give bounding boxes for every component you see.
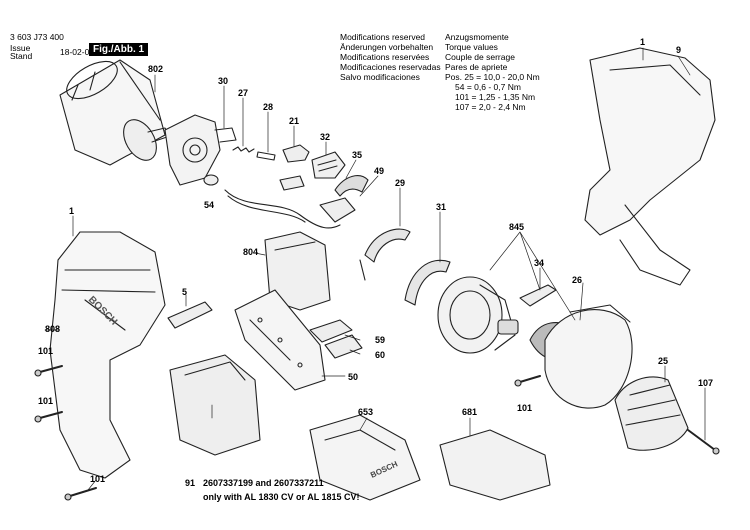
callout-50: 50 bbox=[348, 372, 359, 382]
callout-27: 27 bbox=[238, 88, 249, 98]
modifications-line: Salvo modificaciones bbox=[340, 72, 420, 82]
callout-26: 26 bbox=[572, 275, 583, 285]
pin-28 bbox=[256, 151, 276, 161]
callout-35: 35 bbox=[352, 150, 363, 160]
wires-49 bbox=[224, 175, 356, 229]
ring-31 bbox=[404, 259, 451, 306]
battery-compatibility-note: only with AL 1830 CV or AL 1815 CV! bbox=[203, 492, 360, 502]
motor-802 bbox=[59, 59, 171, 166]
battery-91 bbox=[169, 354, 261, 456]
screw-101 bbox=[34, 365, 541, 501]
battery-part-numbers: 2607337199 and 2607337211 bbox=[203, 478, 324, 488]
modifications-line: Modificaciones reservadas bbox=[340, 62, 441, 72]
callout-49: 49 bbox=[374, 166, 385, 176]
part-5 bbox=[167, 301, 213, 329]
callout-32: 32 bbox=[320, 132, 331, 142]
callout-845: 845 bbox=[509, 222, 525, 232]
leader-lines bbox=[44, 47, 706, 491]
torque-notice: Anzugsmomente Torque values Couple de se… bbox=[445, 32, 540, 112]
callout-9: 9 bbox=[676, 45, 682, 55]
torque-heading-line: Torque values bbox=[445, 42, 498, 52]
cover-681 bbox=[439, 429, 551, 501]
nut-54 bbox=[203, 174, 219, 186]
circuit-board-50 bbox=[234, 289, 326, 391]
modifications-line: Modifications reserved bbox=[340, 32, 426, 42]
ring-29 bbox=[359, 228, 411, 281]
callout-29: 29 bbox=[395, 178, 406, 188]
callout-804: 804 bbox=[243, 247, 259, 257]
figure-label: Fig./Abb. 1 bbox=[89, 43, 149, 56]
torque-row: 107 = 2,0 - 2,4 Nm bbox=[455, 102, 526, 112]
callout-34: 34 bbox=[534, 258, 545, 268]
part-59 bbox=[309, 319, 353, 343]
torque-heading-line: Couple de serrage bbox=[445, 52, 515, 62]
modifications-line: Modifications reservées bbox=[340, 52, 430, 62]
part-34 bbox=[519, 284, 557, 307]
callout-653: 653 bbox=[358, 407, 374, 417]
callout-101-c: 101 bbox=[517, 403, 533, 413]
issue-label: Issue bbox=[10, 43, 31, 53]
callout-101-a: 101 bbox=[38, 346, 54, 356]
callout-30: 30 bbox=[218, 76, 229, 86]
torque-row: 101 = 1,25 - 1,35 Nm bbox=[455, 92, 536, 102]
callout-59: 59 bbox=[375, 335, 386, 345]
gearbox-845 bbox=[437, 276, 519, 354]
callout-1-left: 1 bbox=[69, 206, 75, 216]
part-60 bbox=[324, 334, 363, 359]
callout-681: 681 bbox=[462, 407, 478, 417]
callout-28: 28 bbox=[263, 102, 274, 112]
part-32 bbox=[311, 151, 346, 179]
gear-part-30 bbox=[164, 114, 237, 186]
part-21 bbox=[282, 144, 310, 163]
issue-date: 18-02-05 bbox=[60, 47, 95, 57]
doc-number: 3 603 J73 400 bbox=[10, 32, 64, 42]
housing-top-right bbox=[584, 47, 716, 286]
callout-802: 802 bbox=[148, 64, 164, 74]
callout-54: 54 bbox=[204, 200, 215, 210]
callout-101-d: 101 bbox=[90, 474, 106, 484]
callout-808: 808 bbox=[45, 324, 61, 334]
callout-5: 5 bbox=[182, 287, 188, 297]
callout-60: 60 bbox=[375, 350, 386, 360]
spring-27 bbox=[232, 146, 255, 153]
torque-heading-line: Pares de apriete bbox=[445, 62, 508, 72]
torque-heading-line: Anzugsmomente bbox=[445, 32, 509, 42]
modifications-line: Änderungen vorbehalten bbox=[340, 42, 434, 52]
torque-row: Pos. 25 = 10,0 - 20,0 Nm bbox=[445, 72, 540, 82]
part-35 bbox=[334, 175, 369, 197]
housing-left bbox=[49, 231, 166, 479]
sleeve-26 bbox=[529, 304, 633, 409]
callout-91: 91 bbox=[185, 478, 196, 488]
callout-1-top: 1 bbox=[640, 37, 646, 47]
callout-21: 21 bbox=[289, 116, 300, 126]
screw-107 bbox=[687, 429, 720, 455]
callout-107: 107 bbox=[698, 378, 714, 388]
chuck-25 bbox=[614, 376, 689, 451]
charger-653 bbox=[309, 414, 421, 501]
torque-row: 54 = 0,6 - 0,7 Nm bbox=[455, 82, 521, 92]
callout-31: 31 bbox=[436, 202, 447, 212]
stand-label: Stand bbox=[10, 51, 33, 61]
callout-101-b: 101 bbox=[38, 396, 54, 406]
modifications-notice: Modifications reserved Änderungen vorbeh… bbox=[340, 32, 441, 82]
callout-25: 25 bbox=[658, 356, 669, 366]
